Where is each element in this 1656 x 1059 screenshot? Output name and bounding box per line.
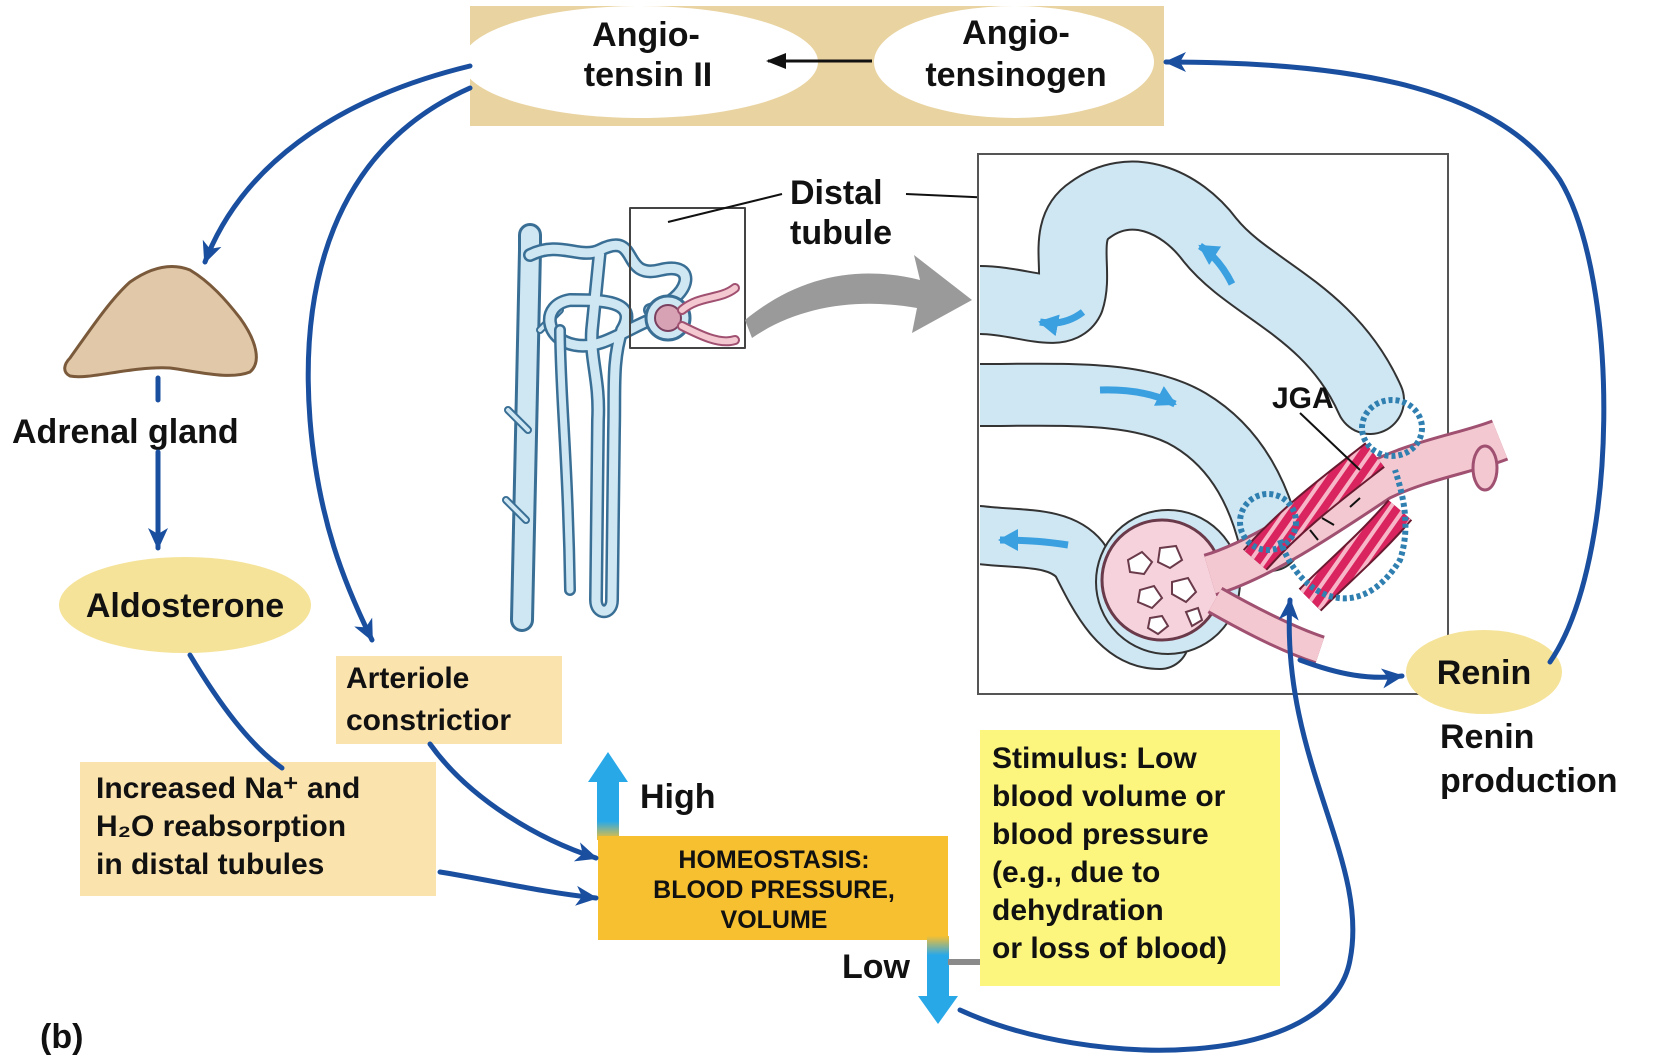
stimulus-lead: Stimulus: (992, 742, 1129, 775)
angiotensin-ii-label-1: Angio- (592, 16, 700, 54)
homeostasis-label-2: BLOOD PRESSURE, (653, 876, 895, 904)
panel-label: (b) (40, 1018, 83, 1056)
low-arrow (927, 936, 949, 1000)
angiotensinogen-label-2: tensinogen (925, 56, 1106, 94)
stimulus-line-4: (e.g., due to (992, 856, 1160, 889)
jga-detail-panel: JGA (978, 154, 1500, 694)
reabsorption-label-2: H₂O reabsorption (96, 810, 346, 843)
homeostasis-label-3: VOLUME (721, 906, 828, 934)
low-label: Low (842, 948, 911, 986)
renin-label: Renin (1437, 654, 1531, 692)
homeostasis-label-1: HOMEOSTASIS: (678, 846, 869, 874)
stimulus-low: Low (1137, 742, 1198, 775)
angiotensinogen-label-1: Angio- (962, 14, 1070, 52)
stimulus-line-5: dehydration (992, 894, 1164, 927)
stimulus-line-6: or loss of blood) (992, 932, 1227, 965)
arrow-aldosterone-to-reabsorption (190, 655, 282, 768)
renin-production-label-1: Renin (1440, 718, 1534, 756)
arrow-angiotensin-to-arteriole (308, 88, 470, 640)
zoom-arrow (745, 255, 972, 338)
high-arrow (597, 778, 619, 840)
low-arrow-head (918, 996, 958, 1024)
stimulus-line-1: Stimulus:Low (992, 742, 1197, 775)
jga-label: JGA (1272, 382, 1334, 415)
adrenal-gland-shape (65, 266, 257, 376)
nephron-illustration (506, 208, 745, 620)
stimulus-line-3: blood pressure (992, 818, 1209, 851)
angiotensin-box: Angio- tensin II Angio- tensinogen (462, 6, 1164, 126)
reabsorption-label-1: Increased Na⁺ and (96, 772, 360, 805)
stimulus-line-2: blood volume or (992, 780, 1226, 813)
angiotensin-ii-label-2: tensin II (584, 56, 712, 94)
arrow-arteriole-to-homeostasis (430, 744, 596, 858)
arrow-reabsorption-to-homeostasis (440, 872, 596, 898)
renin-production-label-2: production (1440, 762, 1618, 800)
reabsorption-label-3: in distal tubules (96, 848, 324, 881)
distal-tubule-label-2: tubule (790, 214, 892, 252)
aldosterone-label: Aldosterone (86, 587, 284, 625)
arteriole-label-1: Arteriole (346, 662, 469, 695)
high-label: High (640, 778, 716, 816)
arrow-angiotensin-to-adrenal (205, 66, 470, 262)
distal-tubule-label-1: Distal (790, 174, 883, 212)
arteriole-label-2: constrictior (346, 704, 511, 737)
adrenal-gland-label: Adrenal gland (12, 413, 239, 451)
high-arrow-head (588, 752, 628, 782)
